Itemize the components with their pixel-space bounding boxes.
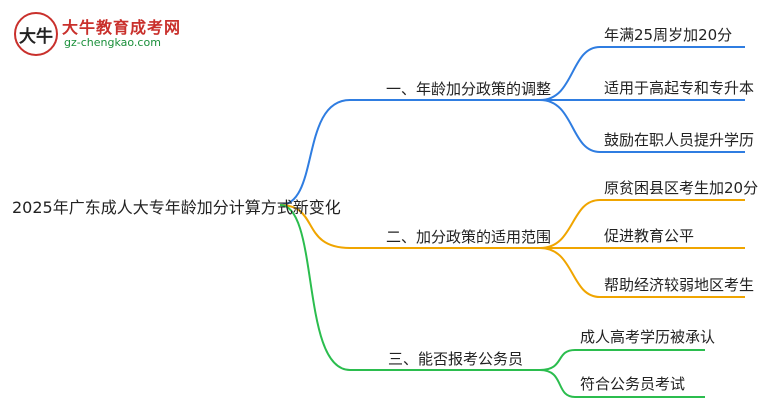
connector-root-branch-2 [279, 204, 540, 249]
connector-branch-1-leaf-3 [539, 99, 745, 153]
leaf-node-3-1: 成人高考学历被承认 [580, 328, 716, 346]
leaf-node-2-1: 原贫困县区考生加20分 [604, 179, 758, 197]
leaf-node-2-2: 促进教育公平 [604, 227, 695, 245]
connector-branch-3-leaf-1 [539, 349, 705, 371]
logo-title: 大牛教育成考网 [62, 18, 182, 37]
leaf-node-2-3: 帮助经济较弱地区考生 [604, 276, 755, 294]
branch-node-2: 二、加分政策的适用范围 [386, 228, 552, 246]
leaf-node-1-3: 鼓励在职人员提升学历 [604, 131, 755, 149]
connector-root-branch-1 [279, 99, 540, 206]
logo-badge-text: 大牛 [19, 26, 53, 47]
site-logo: 大牛 大牛教育成考网 gz-chengkao.com [14, 12, 180, 56]
connector-branch-2-leaf-1 [539, 199, 745, 249]
root-node: 2025年广东成人大专年龄加分计算方式新变化 [12, 198, 341, 217]
leaf-node-3-2: 符合公务员考试 [580, 375, 686, 393]
connector-root-branch-3 [279, 204, 540, 371]
logo-url: gz-chengkao.com [64, 36, 161, 49]
branch-node-1: 一、年龄加分政策的调整 [386, 80, 552, 98]
connector-branch-2-leaf-3 [539, 247, 745, 298]
leaf-node-1-2: 适用于高起专和专升本 [604, 79, 755, 97]
connector-branch-3-leaf-2 [539, 369, 705, 398]
connector-branch-1-leaf-1 [539, 46, 745, 101]
leaf-node-1-1: 年满25周岁加20分 [604, 26, 733, 44]
logo-badge-icon: 大牛 [14, 12, 58, 56]
branch-node-3: 三、能否报考公务员 [388, 350, 524, 368]
